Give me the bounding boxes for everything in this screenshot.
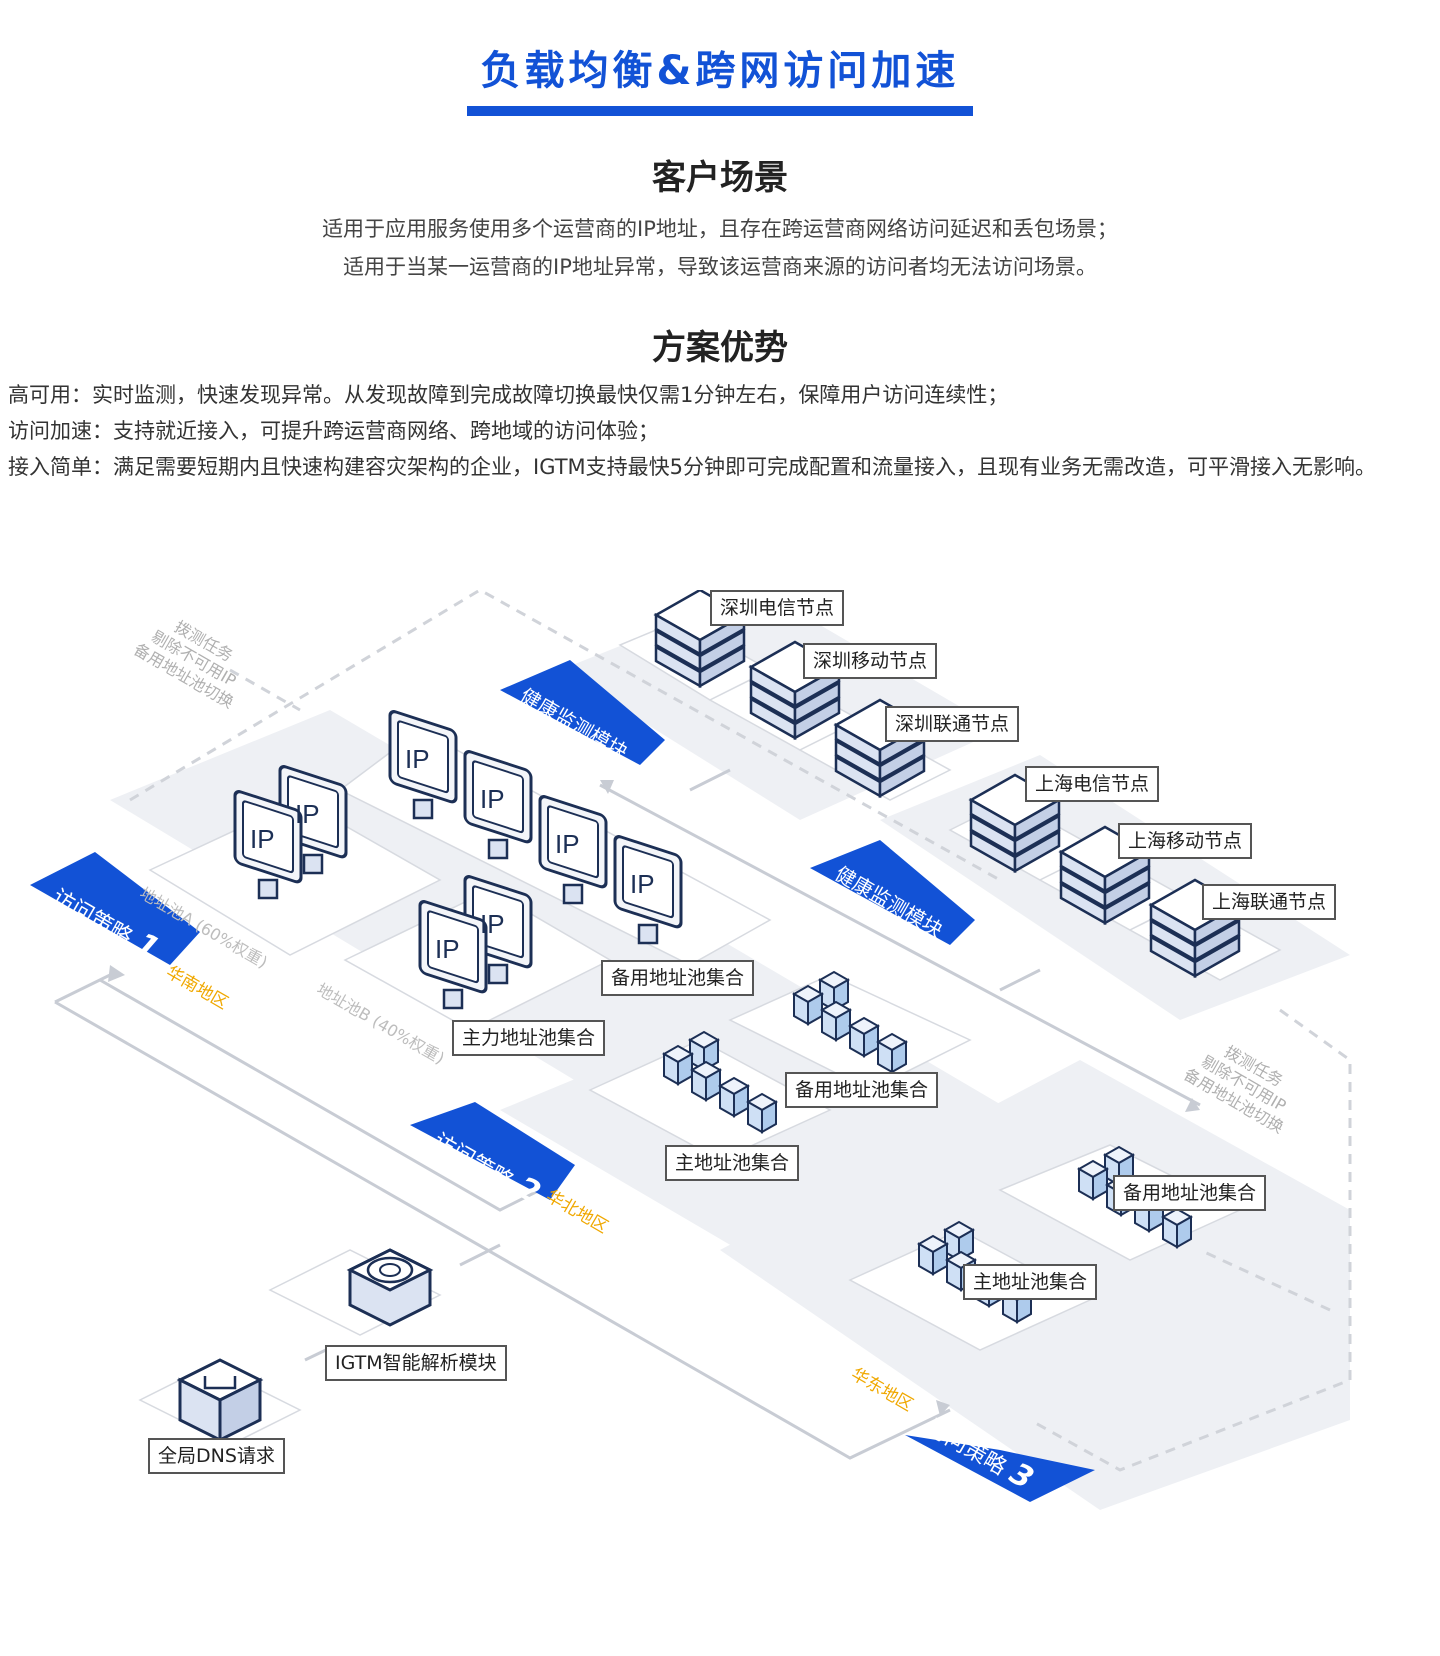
ip-text: IP: [555, 829, 580, 859]
node-label-shanghai-telecom: 上海电信节点: [1025, 766, 1160, 802]
scenario-line-1: 适用于应用服务使用多个运营商的IP地址，且存在跨运营商网络访问延迟和丢包场景；: [322, 217, 1118, 241]
node-label-shenzhen-mobile: 深圳移动节点: [803, 643, 938, 679]
main-pool-label-east: 主地址池集合: [963, 1264, 1098, 1300]
ip-text: IP: [250, 824, 275, 854]
title-underline: [467, 106, 973, 116]
health-module-flag-shanghai: [810, 840, 975, 945]
advantage-item-simple-access: 接入简单：满足需要短期内且快速构建容灾架构的企业，IGTM支持最快5分钟即可完成…: [8, 455, 1377, 479]
node-label-shenzhen-telecom: 深圳电信节点: [710, 590, 845, 626]
advantage-item-acceleration: 访问加速：支持就近接入，可提升跨运营商网络、跨地域的访问体验；: [8, 419, 659, 443]
policy-1-flag: [30, 852, 200, 965]
ip-text: IP: [630, 869, 655, 899]
node-label-shanghai-unicom: 上海联通节点: [1202, 884, 1337, 920]
dns-request-label: 全局DNS请求: [148, 1438, 285, 1474]
policy-2-flag: [410, 1102, 575, 1200]
ip-text: IP: [295, 799, 320, 829]
advantage-item-high-availability: 高可用：实时监测，快速发现异常。从发现故障到完成故障切换最快仅需1分钟左右，保障…: [8, 383, 1009, 407]
advantages-heading: 方案优势: [652, 328, 788, 368]
main-pool-label-south: 主力地址池集合: [452, 1020, 606, 1056]
flow-line-health: [599, 783, 1201, 1107]
probe-line-east: [1029, 1008, 1352, 1472]
page-title: 负载均衡&跨网访问加速: [480, 48, 960, 94]
ip-text: IP: [480, 784, 505, 814]
node-label-shanghai-mobile: 上海移动节点: [1118, 823, 1253, 859]
health-module-flag-shenzhen: [500, 660, 665, 765]
backup-pool-label-north: 备用地址池集合: [785, 1072, 939, 1108]
igtm-module-label: IGTM智能解析模块: [325, 1345, 507, 1381]
ip-text: IP: [405, 744, 430, 774]
scenario-line-2: 适用于当某一运营商的IP地址异常，导致该运营商来源的访问者均无法访问场景。: [343, 255, 1097, 279]
igtm-module-icon: [346, 1248, 434, 1327]
ip-text: IP: [435, 934, 460, 964]
diagram-canvas: IP IP IP IP IP IP IP IP: [30, 590, 1352, 1510]
architecture-diagram: IP IP IP IP IP IP IP IP: [0, 590, 1440, 1656]
dns-request-icon: [176, 1358, 264, 1443]
flow-line-policy-3: [54, 1000, 951, 1460]
backup-pool-label-south: 备用地址池集合: [601, 960, 755, 996]
ip-text: IP: [480, 909, 505, 939]
main-pool-label-north: 主地址池集合: [665, 1145, 800, 1181]
backup-pool-label-east: 备用地址池集合: [1113, 1175, 1267, 1211]
policy-3-flag: [905, 1435, 1095, 1502]
node-label-shenzhen-unicom: 深圳联通节点: [885, 706, 1020, 742]
scenario-heading: 客户场景: [652, 158, 788, 198]
